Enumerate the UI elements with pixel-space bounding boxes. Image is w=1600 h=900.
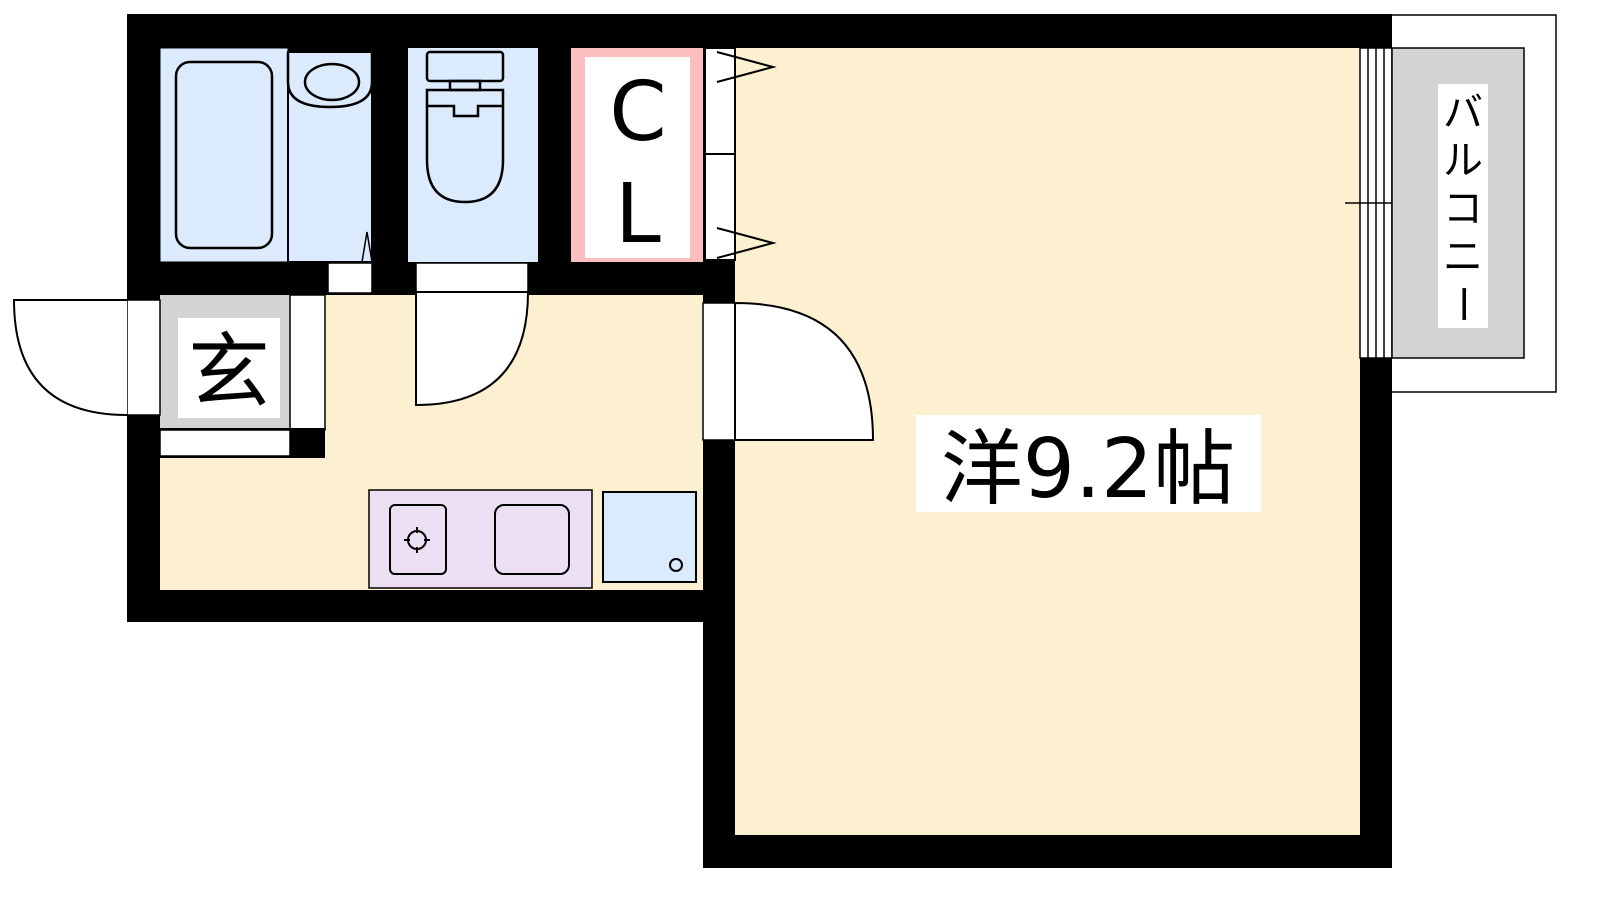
balcony-label-char: ー [1439, 284, 1485, 324]
toilet-door-swing-icon [415, 291, 530, 407]
washing-machine-space [602, 491, 697, 583]
toilet-door-opening[interactable] [415, 262, 529, 294]
entrance: 玄 [159, 294, 326, 458]
closet-label-l: L [615, 167, 661, 262]
bath-door-opening[interactable] [327, 262, 373, 294]
kitchen-counter [368, 489, 593, 589]
closet-door-icon [704, 47, 777, 261]
closet-label-c: C [609, 65, 666, 160]
entrance-door[interactable] [12, 299, 161, 416]
balcony: バ ル コ ニ ー [1375, 14, 1557, 393]
closet: C L [571, 47, 777, 262]
toilet-icon [425, 50, 505, 204]
room-label-bg [916, 415, 1261, 512]
entrance-label: 玄 [188, 325, 270, 420]
room-door[interactable] [702, 301, 875, 441]
stove-icon [389, 504, 447, 575]
sink-icon [494, 504, 570, 575]
toilet-room [408, 48, 538, 262]
kitchen-floor-lower [160, 458, 330, 590]
bathtub-icon [174, 60, 274, 250]
bathroom [159, 47, 374, 263]
door-swing-icon [734, 301, 875, 441]
balcony-label-char: バ [1443, 90, 1483, 136]
door-swing-icon [12, 299, 128, 416]
washbasin-icon [286, 52, 374, 109]
balcony-label-char: コ [1443, 186, 1483, 232]
balcony-label-char: ニ [1443, 234, 1483, 280]
western-room-label: 洋9.2帖 [941, 422, 1235, 517]
balcony-label-char: ル [1443, 138, 1483, 184]
